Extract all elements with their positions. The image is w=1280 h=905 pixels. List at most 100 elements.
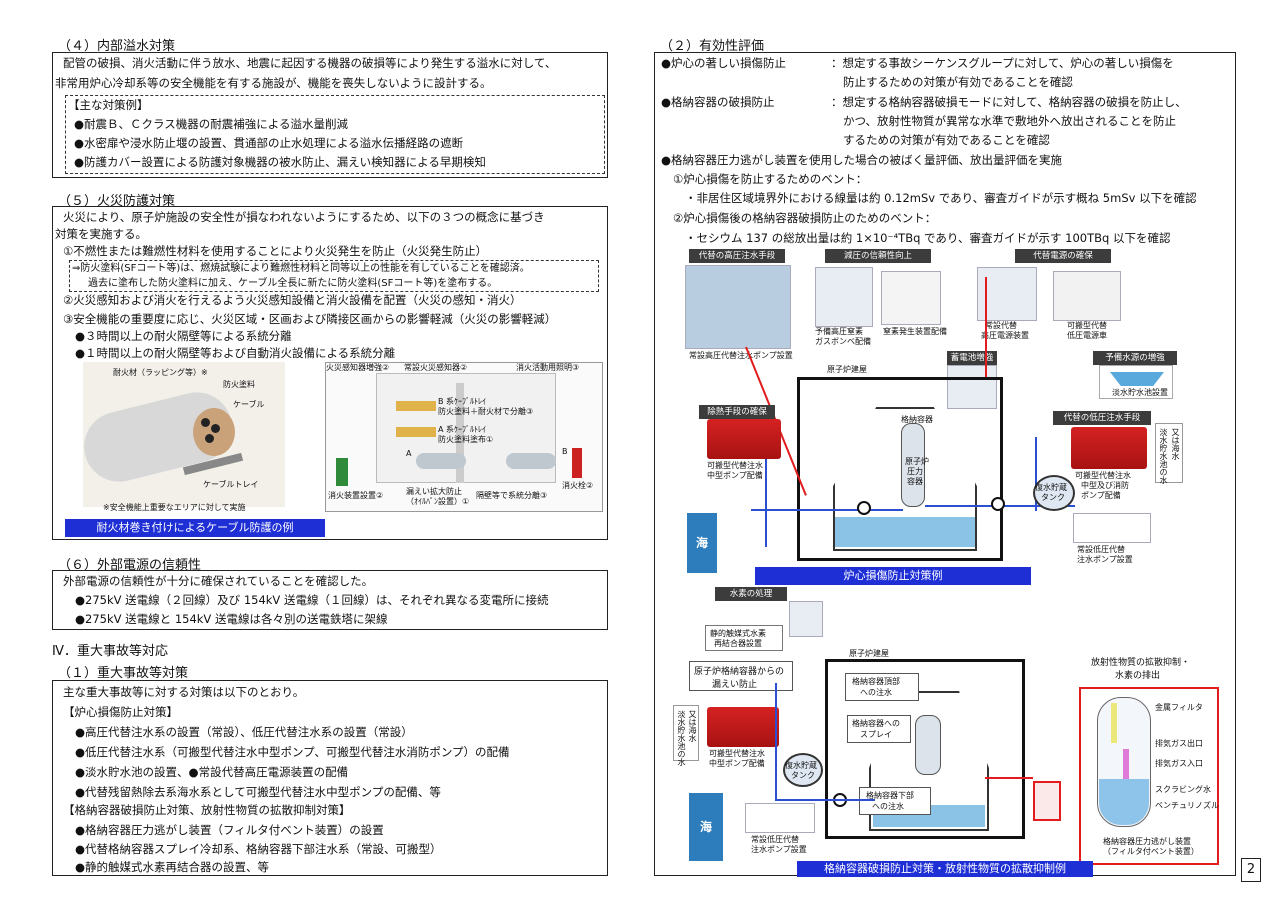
label-sea: 海	[687, 513, 717, 573]
section-6-body: 外部電源の信頼性が十分に確保されていることを確認した。	[63, 574, 374, 588]
label-lp3: ポンプ配備	[1081, 491, 1121, 500]
group-1-item: ●高圧代替注水系の設置（常設）、低圧代替注水系の設置（常設）	[75, 725, 413, 739]
label-src1: 淡水貯水池の水	[1159, 428, 1168, 484]
lp-pump-photo	[1073, 513, 1151, 543]
cable-end	[211, 424, 220, 433]
gas-cylinders-photo	[815, 267, 873, 327]
diagram-1-caption: 炉心損傷防止対策例	[755, 567, 1031, 585]
source-note-box-2: 淡水貯水池の水 又は海水	[673, 705, 699, 766]
group-1-item: ●低圧代替注水系（可搬型代替注水中型ポンプ、可搬型代替注水消防ポンプ）の配備	[75, 745, 510, 759]
label-bat: 蓄電池増強	[947, 351, 997, 365]
fire-truck	[1071, 427, 1147, 469]
cable-wrap-figure: 耐火材（ラッピング等）※ 防火塗料 ケーブル ケーブルトレイ	[76, 362, 285, 507]
top-inject-box: 格納容器頂部 への注水	[845, 673, 919, 701]
section-4-body2: 非常用炉心冷却系等の安全機能を有する施設が、機能を喪失しないように設計する。	[55, 76, 492, 90]
label-filter: 金属フィルタ	[1155, 703, 1203, 712]
label-h2: 水素の処理	[715, 587, 787, 601]
section-5-box: 火災により、原子炉施設の安全性が損なわれないようにするため、以下の３つの概念に基…	[52, 206, 608, 540]
section-5-title: （５）火災防護対策	[58, 194, 176, 209]
group-2-item: ●格納容器圧力逃がし装置（フィルタ付ベント装置）の設置	[75, 823, 384, 837]
pump-b	[506, 453, 556, 469]
label-heat: 除熱手段の確保	[699, 405, 775, 419]
label-lpc2: 注水ポンプ設置	[1077, 555, 1133, 564]
pump-a	[416, 453, 466, 469]
label-top2: への注水	[860, 688, 892, 697]
hydrant	[572, 448, 582, 478]
label-scrub: スクラビング水	[1155, 785, 1211, 794]
reservoir-figure: 淡水貯水池設置	[1099, 365, 1173, 399]
eval-1-b: 防止するための対策が有効であることを確認	[843, 75, 1073, 89]
fire-item-3: ③安全機能の重要度に応じ、火災区域・区画および隣接区画からの影響軽減（火災の影響…	[63, 312, 557, 326]
label-heat1: 可搬型代替注水	[707, 461, 763, 470]
label-rpv3: 容器	[907, 477, 923, 486]
label-fcvs2: （フィルタ付ベント装置）	[1103, 847, 1199, 856]
partition-wall	[456, 383, 464, 483]
vent-2: ②炉心損傷後の格納容器破損防止のためのベント：	[673, 211, 937, 225]
label-paint: 防火塗料	[223, 380, 255, 389]
fire-note-box: ⇒防火塗料(SFコート等)は、燃焼試験により難燃性材料と同等以上の性能を有してい…	[69, 260, 599, 292]
source-note-box: 淡水貯水池の水 又は海水	[1155, 423, 1183, 484]
fire-bullet-1: ●３時間以上の耐火隔壁等による系統分離	[75, 329, 292, 343]
reactor-building-2	[825, 659, 1025, 839]
group-1-item: ●淡水貯水池の設置、●常設代替高圧電源装置の配備	[75, 765, 349, 779]
label-spray2: スプレイ	[860, 730, 892, 739]
metal-filter-shape	[1111, 703, 1117, 743]
extinguisher	[336, 458, 348, 486]
label-atray2: 防火塗料塗布①	[438, 435, 494, 444]
eval-3: ●格納容器圧力逃がし装置を使用した場合の被ばく量評価、放出量評価を実施	[661, 153, 1063, 167]
label-rpv1: 原子炉	[905, 457, 929, 466]
section-1-box: 主な重大事故等に対する対策は以下のとおり。 【炉心損傷防止対策】 ●高圧代替注水…	[52, 680, 608, 876]
label-par2: 再結合器設置	[714, 639, 762, 648]
group-2-item: ●代替格納容器スプレイ冷却系、格納容器下部注水系（常設、可搬型）	[75, 842, 442, 856]
leak-prevent-box: 原子炉格納容器からの 漏えい防止	[689, 661, 793, 691]
label-btray2: 防火塗料＋耐火材で分離③	[438, 407, 534, 416]
section-5-body2: 対策を実施する。	[55, 227, 147, 241]
label-pump2: 中型ポンプ配備	[709, 759, 765, 768]
label-top1: 格納容器頂部	[852, 677, 900, 686]
reactor-building	[797, 377, 1003, 561]
reactor-pressure-vessel	[901, 423, 925, 507]
label-bottom2: への注水	[872, 802, 904, 811]
suppression-pool	[835, 517, 975, 547]
fire-truck	[707, 419, 781, 459]
label-cable: ケーブル	[233, 400, 265, 409]
label-leak2: 漏えい防止	[712, 680, 758, 690]
label-fireproof: 耐火材（ラッピング等）※	[113, 368, 208, 377]
label-in: 排気ガス入口	[1155, 759, 1203, 768]
label-cv: 格納容器	[901, 415, 933, 424]
group-2-title: 【格納容器破損防止対策、放射性物質の拡散抑制対策】	[63, 803, 351, 817]
label-pw: 代替電源の確保	[1015, 249, 1111, 263]
label-heat2: 中型ポンプ配備	[707, 471, 763, 480]
eval-1-a: ：想定する事故シーケンスグループに対して、炉心の著しい損傷を	[831, 56, 1174, 70]
group-2-item: ●静的触媒式水素再結合器の設置、等	[75, 860, 270, 874]
label-disp2: 水素の排出	[1115, 671, 1161, 681]
figure-note: ※安全機能上重要なエリアに対して実施	[103, 503, 246, 512]
pipe	[765, 457, 767, 547]
label-pw1a: 常設代替	[985, 321, 1017, 330]
eval-2-label: ●格納容器の破損防止	[661, 95, 775, 109]
examples-box: 【主な対策例】 ●耐震Ｂ、Ｃクラス機器の耐震補強による溢水量削減 ●水密扉や浸水…	[65, 95, 605, 174]
figure-caption: 耐火材巻き付けによるケーブル防護の例	[65, 519, 325, 537]
label-lp2: 中型及び消防	[1081, 481, 1129, 490]
right-title: （２）有効性評価	[660, 39, 765, 54]
examples-title: 【主な対策例】	[68, 98, 149, 112]
rpv-2	[915, 715, 941, 775]
tray-b	[396, 401, 436, 411]
eval-1-label: ●炉心の著しい損傷防止	[661, 56, 787, 70]
label-rpv2: 圧力	[907, 467, 923, 476]
label-lpc1b: 常設低圧代替	[751, 835, 799, 844]
label-src2b: 又は海水	[688, 710, 697, 742]
label-src1b: 淡水貯水池の水	[677, 710, 686, 766]
section-1-title: （１）重大事故等対策	[58, 666, 189, 681]
example-item: ●水密扉や浸水防止堰の設置、貫通部の止水処理による溢水伝播経路の遮断	[74, 136, 464, 150]
label-pw2b: 低圧電源車	[1067, 331, 1107, 340]
eval-2-a: ：想定する格納容器破損モードに対して、格納容器の破損を防止し、	[831, 95, 1187, 109]
label-pw2a: 可搬型代替	[1067, 321, 1107, 330]
label-bldg2: 原子炉建屋	[849, 649, 889, 658]
label-res-cap: 淡水貯水池設置	[1112, 388, 1168, 397]
cable-end	[205, 434, 214, 443]
hv-power-photo	[977, 267, 1037, 321]
pump-symbol	[857, 501, 871, 515]
eval-2-c: するための対策が有効であることを確認	[843, 133, 1050, 147]
right-box: ●炉心の著しい損傷防止 ：想定する事故シーケンスグループに対して、炉心の著しい損…	[654, 52, 1236, 877]
